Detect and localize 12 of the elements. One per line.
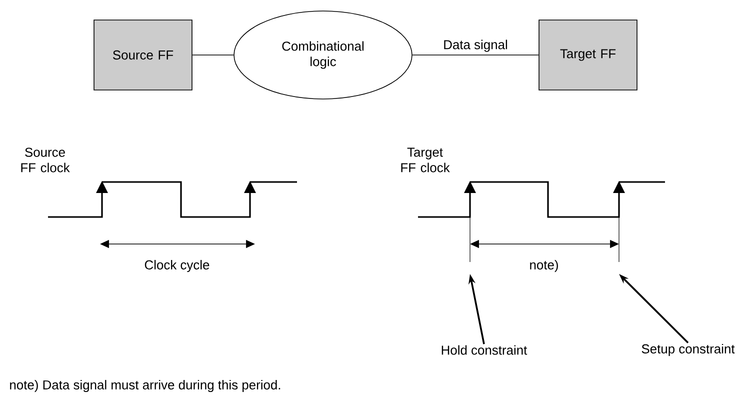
connector-line: [412, 54, 539, 56]
footnote: note) Data signal must arrive during this period.: [10, 380, 280, 392]
signal-label: Source FF clock: [21, 148, 70, 172]
flip-flop-box: Source FF: [94, 20, 192, 90]
edge-label: Data signal: [442, 38, 509, 53]
constraint-label: Hold constraint: [442, 345, 528, 355]
constraint-label: Setup constraint: [642, 344, 735, 356]
dimension-label: note): [530, 260, 558, 272]
signal-label: Target FF clock: [401, 148, 450, 172]
connector-line: [192, 54, 234, 56]
dimension-label: Clock cycle: [144, 260, 210, 272]
flip-flop-box: Target FF: [538, 20, 638, 90]
